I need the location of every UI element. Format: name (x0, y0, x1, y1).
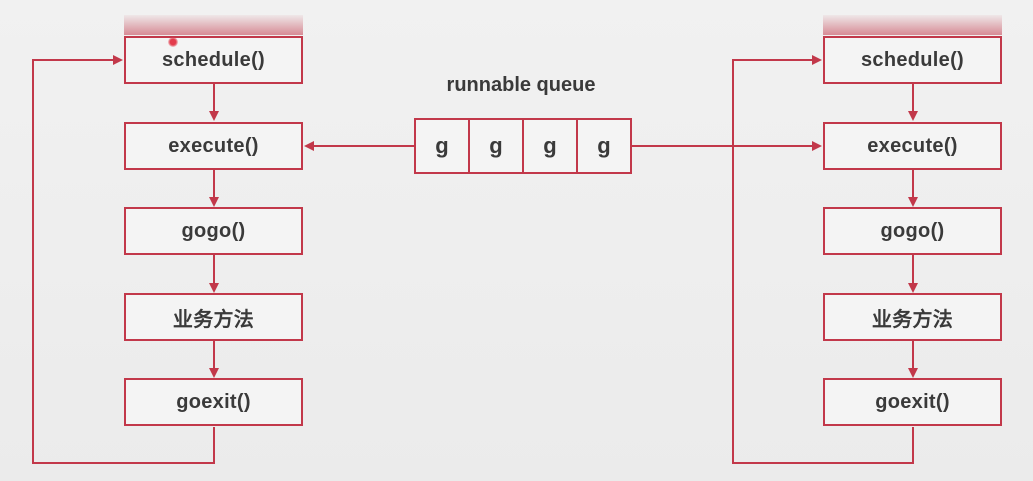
right-execute-box: execute() (823, 122, 1002, 170)
left-schedule-box: schedule() (124, 36, 303, 84)
queue-goroutine-cell: g (416, 120, 470, 172)
queue-goroutine-cell: g (524, 120, 578, 172)
left-goexit-box: goexit() (124, 378, 303, 426)
left-execute-box: execute() (124, 122, 303, 170)
right-business-method-box: 业务方法 (823, 293, 1002, 341)
left-loop-back (32, 55, 215, 464)
left-gogo-box: gogo() (124, 207, 303, 255)
left-business-method-box: 业务方法 (124, 293, 303, 341)
right-loop-back (732, 55, 914, 464)
cursor-pointer-icon (168, 37, 178, 47)
right-column-header-bar (823, 15, 1002, 35)
left-column-header-bar (124, 15, 303, 35)
runnable-queue-title: runnable queue (446, 74, 596, 96)
right-goexit-box: goexit() (823, 378, 1002, 426)
queue-goroutine-cell: g (470, 120, 524, 172)
runnable-queue: g g g g (414, 118, 632, 174)
right-schedule-box: schedule() (823, 36, 1002, 84)
queue-goroutine-cell: g (597, 133, 611, 158)
right-gogo-box: gogo() (823, 207, 1002, 255)
